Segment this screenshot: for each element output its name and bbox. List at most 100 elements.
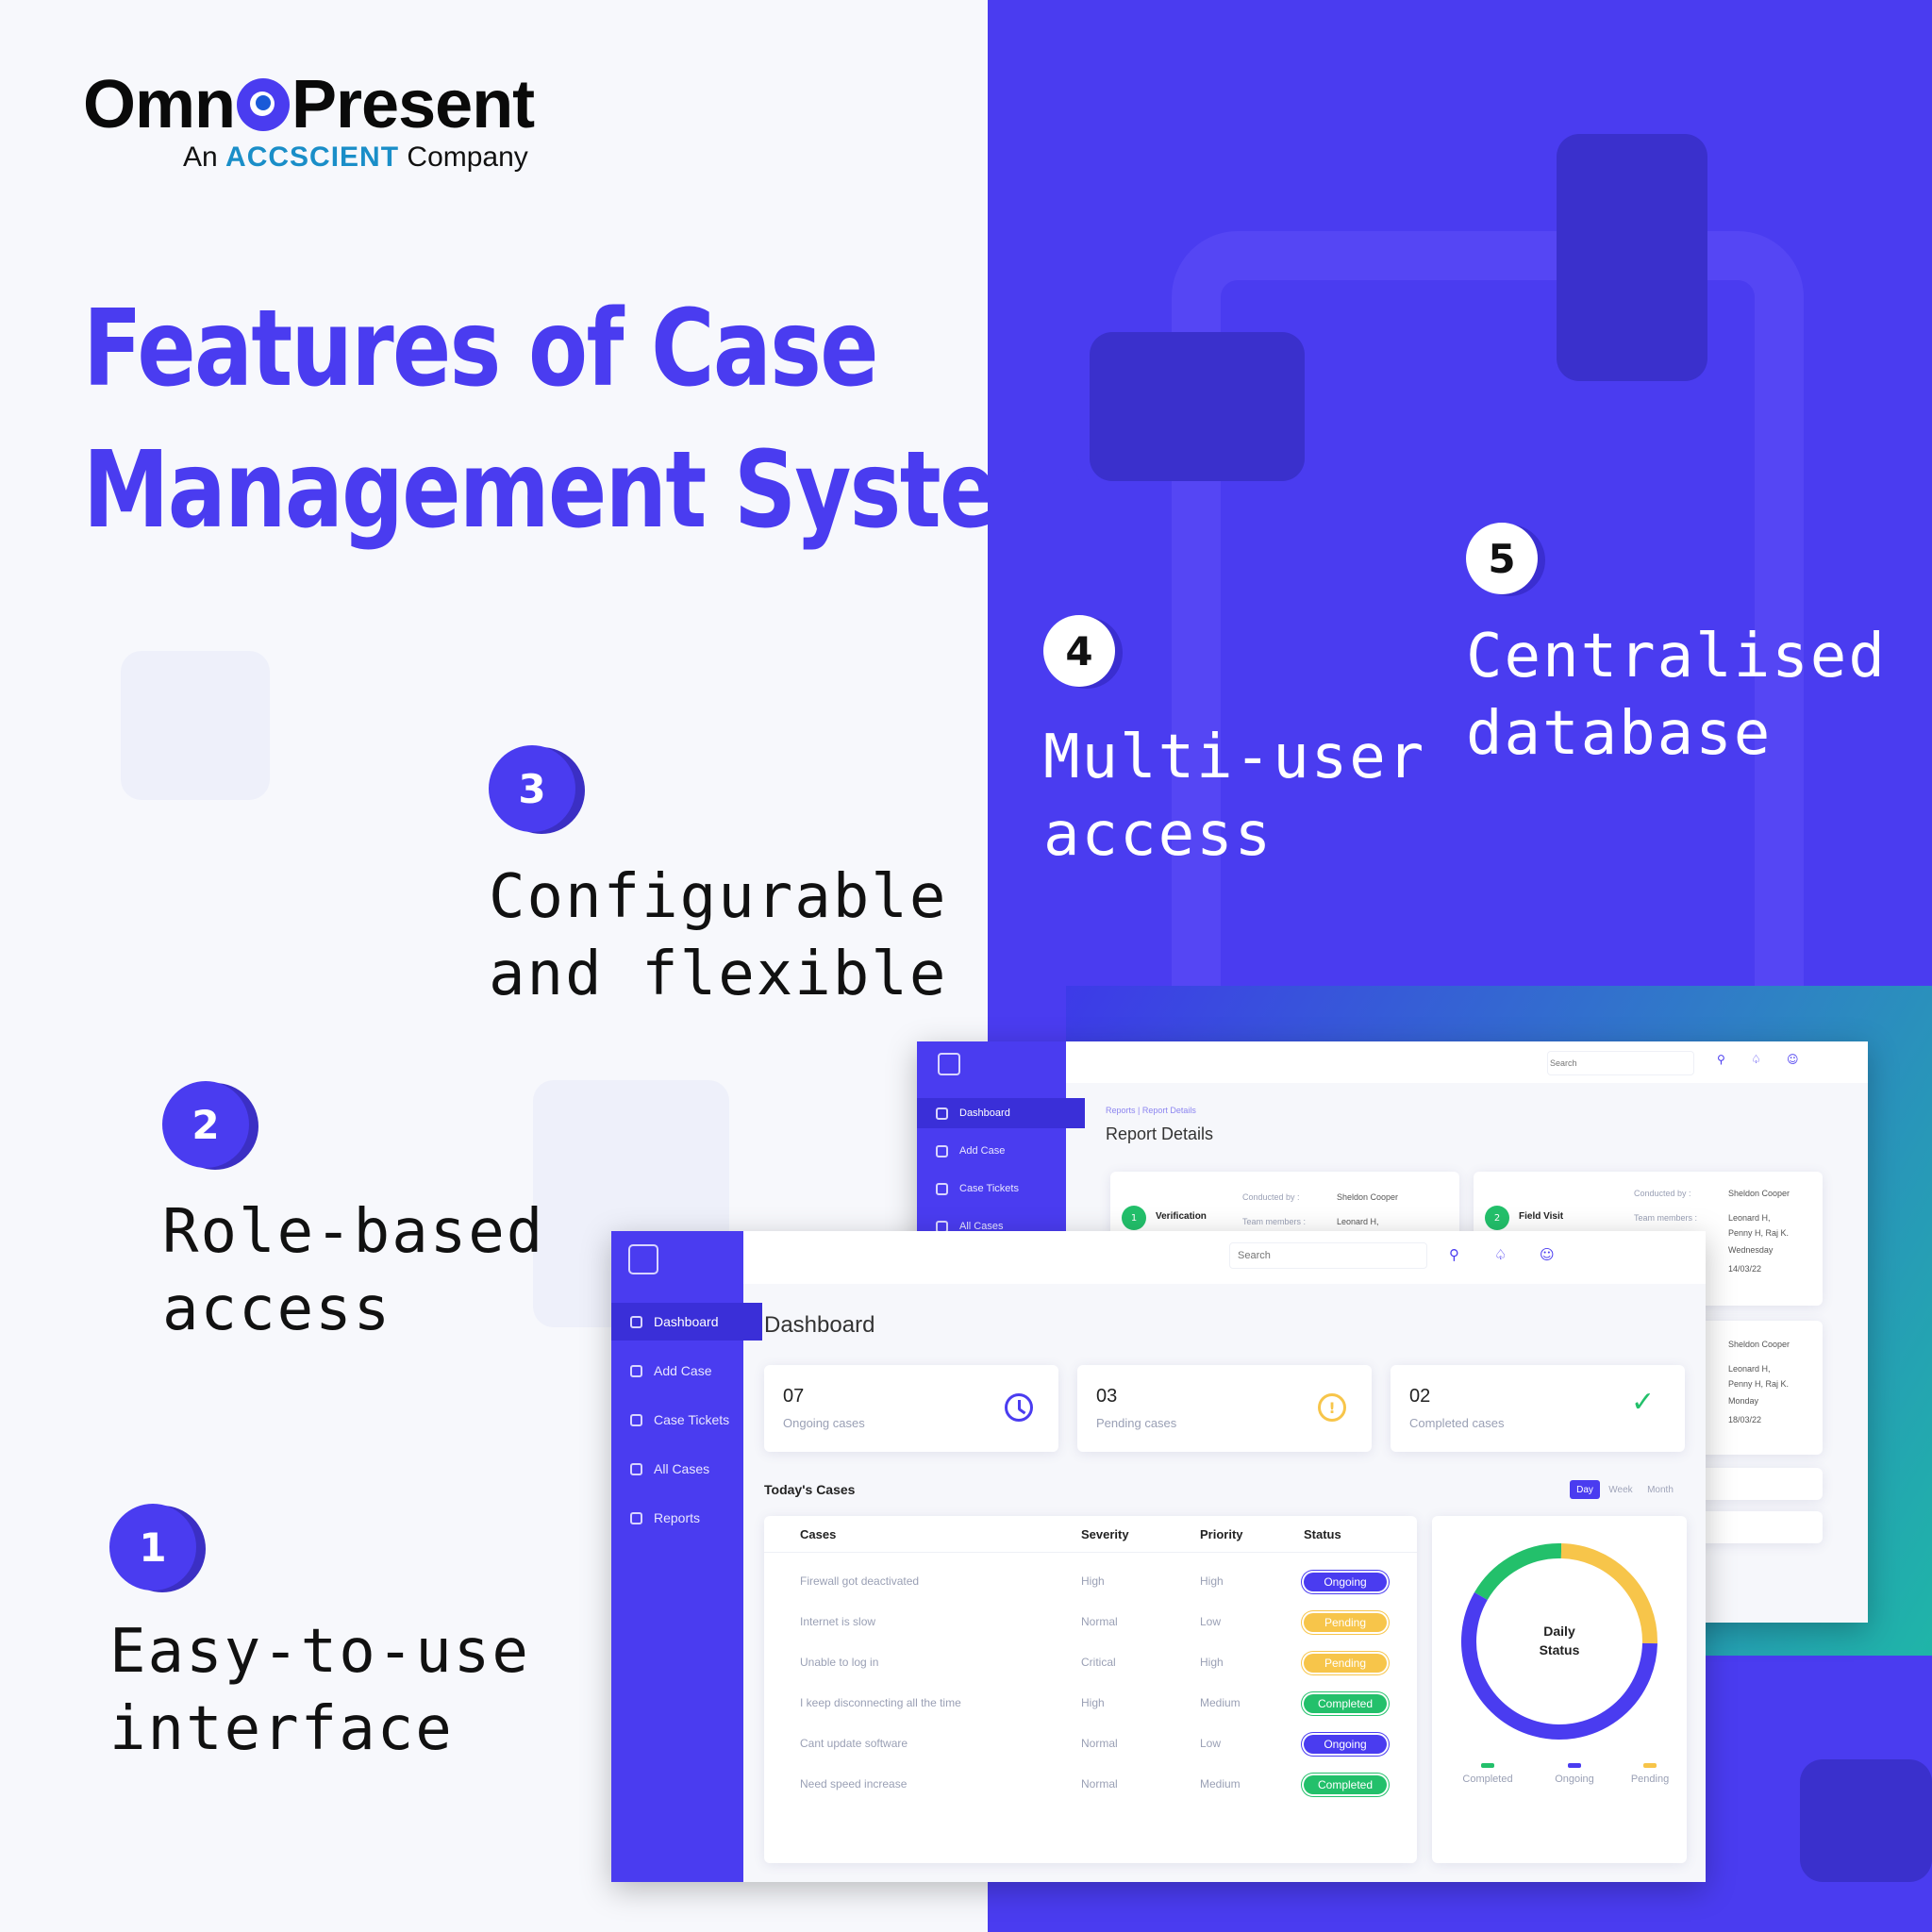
kpi-card-completed[interactable]: 02 Completed cases ✓ bbox=[1391, 1365, 1685, 1452]
user-icon[interactable]: ☺ bbox=[1540, 1246, 1555, 1263]
status-text: Pending bbox=[1324, 1657, 1367, 1670]
team-value: Leonard H, bbox=[1337, 1217, 1379, 1226]
headline-line-2: Management System bbox=[83, 429, 1087, 552]
todays-cases-heading: Today's Cases bbox=[764, 1482, 856, 1497]
step-name: Field Visit bbox=[1519, 1211, 1564, 1222]
logo-part-1: Omn bbox=[83, 67, 236, 142]
team-label: Team members : bbox=[1634, 1213, 1698, 1223]
kpi-label: Ongoing cases bbox=[783, 1416, 865, 1430]
table-header: Cases Severity Priority Status bbox=[764, 1516, 1417, 1553]
decorative-square bbox=[121, 651, 270, 800]
logo-sub-prefix: An bbox=[183, 142, 218, 173]
priority-cell: High bbox=[1200, 1656, 1224, 1669]
sidebar-item-add-case[interactable]: Add Case bbox=[611, 1352, 762, 1390]
feature-1-line-1: Easy-to-use bbox=[109, 1617, 530, 1687]
conducted-value: Sheldon Cooper bbox=[1337, 1192, 1399, 1202]
feature-2-line-1: Role-based bbox=[162, 1197, 545, 1267]
add-icon bbox=[630, 1364, 642, 1377]
severity-cell: Normal bbox=[1081, 1737, 1118, 1750]
step-number: 2 bbox=[1485, 1206, 1509, 1230]
daily-status-card: Daily Status Completed Ongoing Pending bbox=[1432, 1516, 1687, 1863]
status-badge[interactable]: Pending bbox=[1304, 1654, 1387, 1673]
kpi-label: Pending cases bbox=[1096, 1416, 1177, 1430]
column-priority[interactable]: Priority bbox=[1200, 1527, 1243, 1541]
user-icon[interactable]: ☺ bbox=[1787, 1053, 1799, 1066]
case-cell: Unable to log in bbox=[800, 1656, 879, 1669]
feature-5-label: Centralised database bbox=[1466, 618, 1887, 773]
status-badge[interactable]: Ongoing bbox=[1304, 1573, 1387, 1591]
folder-icon bbox=[630, 1462, 642, 1475]
column-status[interactable]: Status bbox=[1304, 1527, 1341, 1541]
sidebar-item-reports[interactable]: Reports bbox=[611, 1499, 762, 1537]
status-badge[interactable]: Ongoing bbox=[1304, 1735, 1387, 1754]
status-text: Pending bbox=[1324, 1616, 1367, 1629]
legend-swatch bbox=[1481, 1763, 1494, 1768]
kpi-card-ongoing[interactable]: 07 Ongoing cases bbox=[764, 1365, 1058, 1452]
priority-cell: Medium bbox=[1200, 1777, 1241, 1790]
legend-label: Ongoing bbox=[1555, 1774, 1594, 1785]
headline: Features of Case Management System bbox=[83, 278, 1087, 561]
status-badge[interactable]: Pending bbox=[1304, 1613, 1387, 1632]
date-value: 18/03/22 bbox=[1728, 1415, 1762, 1424]
date-value: 14/03/22 bbox=[1728, 1264, 1762, 1274]
check-icon: ✓ bbox=[1631, 1386, 1656, 1419]
sidebar-item-case-tickets[interactable]: Case Tickets bbox=[611, 1401, 762, 1439]
feature-3-line-2: and flexible bbox=[489, 940, 948, 1009]
feature-4-line-2: access bbox=[1043, 800, 1274, 870]
cases-table: Cases Severity Priority Status Firewall … bbox=[764, 1516, 1417, 1863]
tab-week[interactable]: Week bbox=[1608, 1484, 1633, 1495]
logo-part-2: Present bbox=[291, 67, 535, 142]
severity-cell: High bbox=[1081, 1696, 1105, 1709]
day-value: Wednesday bbox=[1728, 1245, 1774, 1255]
conducted-label: Conducted by : bbox=[1634, 1189, 1691, 1198]
report-sidebar-item-dashboard[interactable]: Dashboard bbox=[917, 1098, 1085, 1128]
tab-day[interactable]: Day bbox=[1570, 1480, 1600, 1499]
donut-slice-ongoing[interactable] bbox=[1461, 1592, 1657, 1740]
status-badge[interactable]: Completed bbox=[1304, 1775, 1387, 1794]
table-row[interactable]: Unable to log in Critical High Pending bbox=[764, 1644, 1417, 1682]
severity-cell: Critical bbox=[1081, 1656, 1116, 1669]
severity-cell: Normal bbox=[1081, 1777, 1118, 1790]
status-badge[interactable]: Completed bbox=[1304, 1694, 1387, 1713]
breadcrumb[interactable]: Reports | Report Details bbox=[1106, 1106, 1196, 1115]
search-icon[interactable]: ⚲ bbox=[1717, 1053, 1725, 1066]
status-text: Completed bbox=[1317, 1778, 1374, 1791]
legend-swatch bbox=[1568, 1763, 1581, 1768]
bell-icon[interactable]: ♤ bbox=[1494, 1246, 1507, 1263]
column-cases[interactable]: Cases bbox=[800, 1527, 837, 1541]
sidebar-item-all-cases[interactable]: All Cases bbox=[611, 1450, 762, 1488]
sidebar-item-dashboard[interactable]: Dashboard bbox=[611, 1303, 762, 1341]
search-input[interactable] bbox=[1229, 1242, 1427, 1269]
kpi-card-pending[interactable]: 03 Pending cases ! bbox=[1077, 1365, 1372, 1452]
logo-sub-suffix: Company bbox=[407, 142, 528, 173]
case-cell: Firewall got deactivated bbox=[800, 1574, 920, 1588]
legend-label: Completed bbox=[1462, 1774, 1513, 1785]
dashboard-icon bbox=[630, 1315, 642, 1328]
donut-label-line-2: Status bbox=[1539, 1642, 1580, 1657]
report-sidebar-item-case-tickets[interactable]: Case Tickets bbox=[917, 1174, 1085, 1204]
column-severity[interactable]: Severity bbox=[1081, 1527, 1129, 1541]
legend-completed: Completed bbox=[1445, 1763, 1530, 1785]
feature-3-line-1: Configurable bbox=[489, 862, 948, 932]
kpi-value: 07 bbox=[783, 1386, 805, 1407]
tab-month[interactable]: Month bbox=[1647, 1484, 1674, 1495]
priority-cell: Medium bbox=[1200, 1696, 1241, 1709]
ticket-icon bbox=[630, 1413, 642, 1426]
report-search-input[interactable] bbox=[1547, 1051, 1694, 1075]
clock-icon bbox=[1005, 1393, 1033, 1422]
bell-icon[interactable]: ♤ bbox=[1751, 1053, 1761, 1066]
range-tabs: Day Week Month bbox=[1570, 1480, 1679, 1499]
donut-slice-completed[interactable] bbox=[1474, 1543, 1562, 1601]
report-sidebar-item-add-case[interactable]: Add Case bbox=[917, 1136, 1085, 1166]
search-icon[interactable]: ⚲ bbox=[1449, 1246, 1459, 1263]
donut-slice-pending[interactable] bbox=[1560, 1543, 1657, 1644]
kpi-value: 02 bbox=[1409, 1386, 1431, 1407]
feature-2-line-2: access bbox=[162, 1274, 392, 1344]
app-logo-icon bbox=[938, 1053, 960, 1075]
severity-cell: Normal bbox=[1081, 1615, 1118, 1628]
